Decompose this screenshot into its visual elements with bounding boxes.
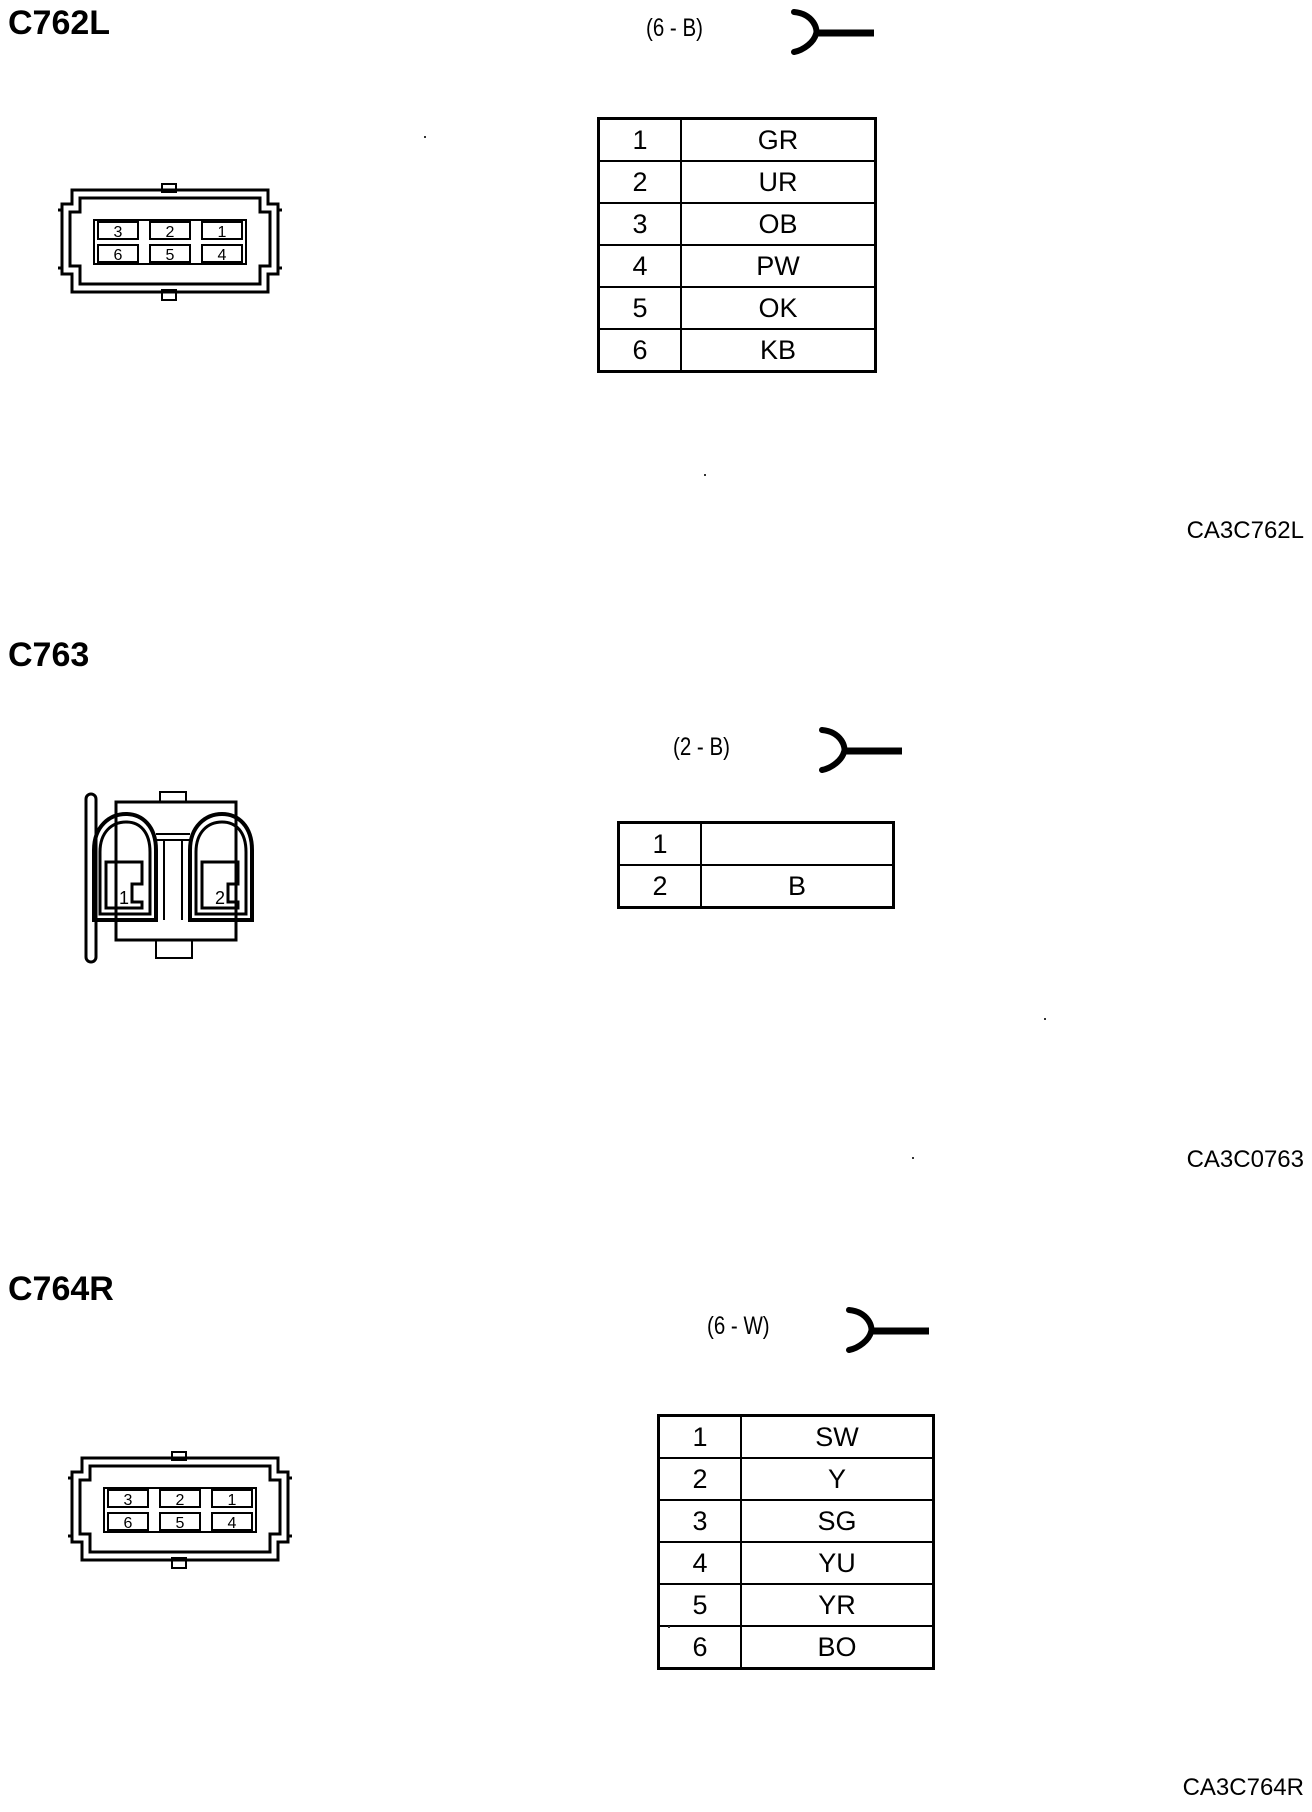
wire-color: B [700,864,895,909]
face-pin-label: 1 [228,1492,237,1509]
pin-number: 1 [617,821,702,866]
wire-color: BO [740,1625,935,1670]
connector-spec: (6 - W) [707,1312,770,1340]
face-pin-label: 2 [215,888,225,908]
pin-number: 3 [657,1499,742,1543]
wire-color: Y [740,1457,935,1501]
connector-face-6way: 3 2 1 6 5 4 [68,1451,292,1569]
face-pin-label: 2 [176,1492,185,1509]
pin-number: 3 [597,202,682,246]
pin-number: 5 [657,1583,742,1627]
connector-face-6way: 3 2 1 6 5 4 [58,183,282,301]
face-pin-label: 3 [114,224,123,241]
face-pin-label: 4 [228,1515,237,1532]
wire-color: SG [740,1499,935,1543]
face-pin-label: 6 [114,247,123,264]
wire-color: YU [740,1541,935,1585]
face-pin-label: 1 [218,224,227,241]
pin-number: 2 [617,864,702,909]
pin-number: 6 [657,1625,742,1670]
wire-color: PW [680,244,877,288]
connector-id: C764R [8,1270,114,1308]
reference-code: CA3C762L [1186,517,1304,544]
reference-code: CA3C0763 [1186,1146,1304,1173]
pin-number: 5 [597,286,682,330]
pin-number: 4 [657,1541,742,1585]
scan-speck [1044,1018,1046,1020]
scan-speck [704,474,706,476]
plug-icon [819,727,902,773]
face-pin-label: 2 [166,224,175,241]
reference-code: CA3C764R [1182,1774,1304,1801]
wire-color [700,821,895,866]
wire-color: OB [680,202,877,246]
plug-icon [846,1307,929,1353]
scan-speck [668,1626,670,1628]
face-pin-label: 5 [176,1515,185,1532]
connector-spec: (6 - B) [646,14,703,42]
pin-number: 2 [657,1457,742,1501]
pin-number: 4 [597,244,682,288]
wire-color: OK [680,286,877,330]
scan-speck [912,1157,914,1159]
pin-number: 1 [657,1414,742,1459]
wire-color: GR [680,117,877,162]
connector-spec: (2 - B) [673,733,730,761]
pin-number: 1 [597,117,682,162]
face-pin-label: 3 [124,1492,133,1509]
wire-color: YR [740,1583,935,1627]
wire-color: KB [680,328,877,373]
face-pin-label: 1 [119,888,129,908]
face-pin-label: 6 [124,1515,133,1532]
table-row: 1 [617,821,895,866]
connector-face-2way: 1 2 [84,791,254,964]
pin-number: 2 [597,160,682,204]
face-pin-label: 5 [166,247,175,264]
scan-speck [424,136,426,138]
connector-id: C762L [8,4,111,42]
face-pin-label: 4 [218,247,227,264]
pin-number: 6 [597,328,682,373]
wire-color: SW [740,1414,935,1459]
wire-color: UR [680,160,877,204]
plug-icon [791,9,874,55]
connector-id: C763 [8,636,90,674]
